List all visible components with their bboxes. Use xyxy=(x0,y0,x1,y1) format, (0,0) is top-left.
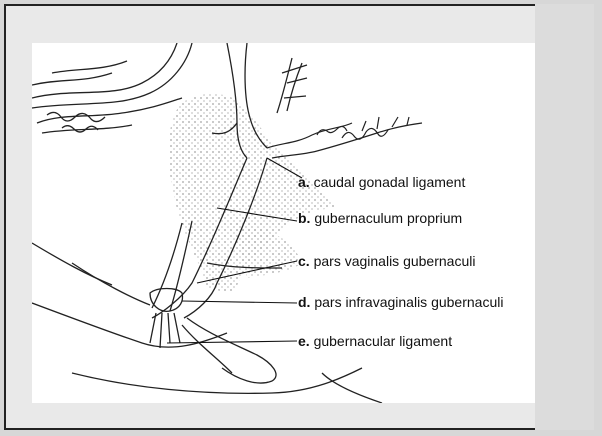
frame-side-panel xyxy=(535,4,594,430)
cord-knot xyxy=(150,289,183,349)
upper-left-structure xyxy=(32,43,192,133)
vessel-network xyxy=(267,117,422,158)
label-b: b. gubernaculum proprium xyxy=(298,210,462,226)
label-e: e. gubernacular ligament xyxy=(298,333,452,349)
label-a: a. caudal gonadal ligament xyxy=(298,174,465,190)
label-c: c. pars vaginalis gubernaculi xyxy=(298,253,475,269)
leader-d xyxy=(182,301,297,303)
anatomical-illustration: a. caudal gonadal ligament b. gubernacul… xyxy=(32,43,535,403)
label-d: d. pars infravaginalis gubernaculi xyxy=(298,294,503,310)
